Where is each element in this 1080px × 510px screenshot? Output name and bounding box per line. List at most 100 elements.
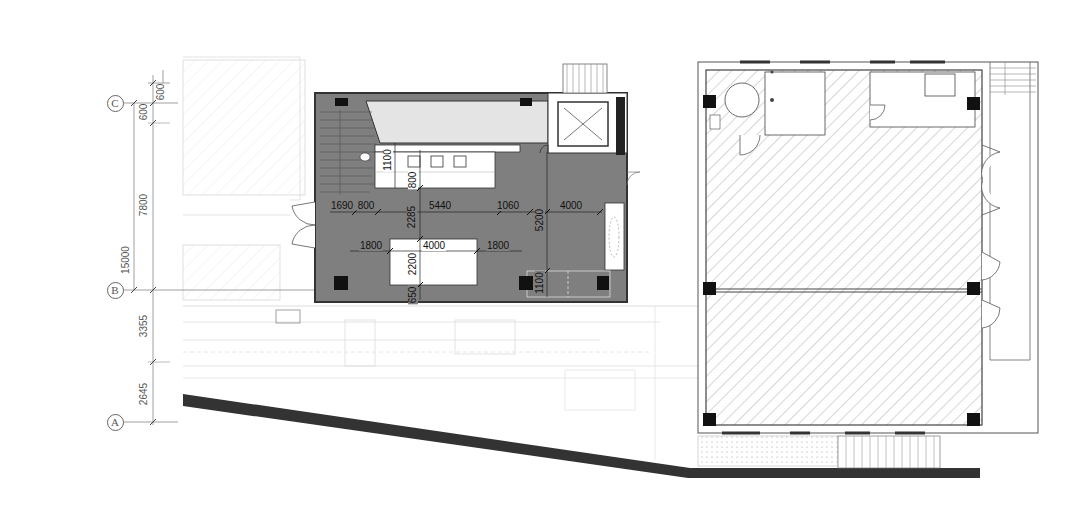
site-box (345, 320, 375, 366)
site-hatch (183, 60, 305, 195)
floor-area (315, 93, 627, 302)
column (703, 413, 716, 426)
dimension-line (148, 123, 170, 124)
dimension-label: 3355 (139, 314, 149, 338)
column (967, 97, 980, 110)
window (722, 62, 945, 433)
dimension-label: 2200 (408, 252, 418, 276)
site-line (183, 378, 700, 379)
door-swing (982, 145, 1000, 215)
column (520, 98, 532, 106)
dimension-line (148, 83, 170, 84)
stair-treads (320, 110, 376, 195)
dimension-label: 4000 (559, 201, 583, 211)
stair-treads (567, 64, 603, 93)
column (597, 276, 609, 290)
dimension-label: 1690 (330, 201, 354, 211)
dimension-label: 1060 (496, 201, 520, 211)
dimension-label: 5200 (535, 208, 545, 232)
column (519, 276, 533, 290)
cabinet (605, 203, 624, 270)
interior-wall (706, 292, 982, 293)
site-box (276, 310, 300, 323)
column (334, 276, 348, 290)
fixture (771, 71, 774, 74)
site-line (183, 322, 660, 323)
dimension-label: 1800 (486, 241, 510, 251)
dimension-line (420, 150, 421, 300)
dimension-label: 1100 (383, 148, 393, 172)
grid-axis-bubble: A (107, 414, 124, 431)
door-swing (627, 172, 640, 185)
counter-outline (568, 271, 569, 297)
bar-stool (454, 156, 466, 167)
round-room (725, 83, 759, 117)
stair-treads (990, 62, 1036, 95)
site-hatch (183, 245, 280, 300)
counter-outline (527, 271, 610, 297)
door-swing (740, 105, 885, 155)
site-box (565, 370, 635, 410)
column (335, 98, 348, 106)
dimension-label: 600 (156, 83, 166, 102)
entry-steps (838, 436, 940, 468)
site-line (655, 306, 656, 460)
dimension-line (547, 152, 548, 297)
dimension-label: 7800 (139, 193, 149, 217)
site-line (183, 306, 700, 307)
wall (616, 97, 625, 155)
door-swing (292, 202, 315, 248)
dimension-line (163, 70, 164, 83)
dimension-tick (352, 185, 603, 288)
island (390, 239, 477, 285)
fixture (925, 74, 955, 96)
dimension-label: 1100 (535, 271, 545, 295)
dimension-line (395, 143, 396, 188)
elevator-cross (564, 108, 602, 140)
elevator-car (558, 102, 608, 146)
dimension-label: 15000 (121, 245, 131, 275)
dimension-line (330, 212, 602, 213)
column (967, 413, 980, 426)
grid-axis-letter: C (111, 98, 118, 109)
column (703, 95, 716, 108)
dimension-line (153, 75, 154, 425)
fixture (710, 115, 720, 129)
grid-axis-bubble: B (107, 282, 124, 299)
paving (698, 436, 838, 466)
grid-axis-letter: B (111, 285, 118, 296)
counter-line (375, 172, 495, 173)
site-line (183, 366, 700, 367)
grid-axis-letter: A (111, 417, 119, 428)
dimension-label: 600 (139, 103, 149, 122)
dimension-label: 650 (408, 286, 418, 305)
dimension-label: 2285 (407, 205, 417, 229)
door-swing (982, 252, 1000, 328)
column (703, 282, 716, 295)
grid-axis-bubble: C (107, 95, 124, 112)
stair-treads (846, 436, 934, 468)
grid-axis-line (123, 103, 178, 104)
site-line (183, 57, 300, 200)
interior-wall (706, 289, 982, 290)
dimension-label: 5440 (428, 201, 452, 211)
room (765, 72, 825, 135)
bar-stool (431, 156, 443, 167)
site-line (183, 215, 290, 216)
dimension-line (134, 103, 135, 290)
dimension-label: 800 (408, 171, 418, 190)
cabinet-symbol (609, 217, 619, 257)
site-line (183, 352, 650, 353)
door-swing (540, 145, 548, 153)
outer-stair (563, 64, 607, 93)
elevator-shaft (548, 93, 627, 153)
dimension-tick (131, 80, 156, 425)
dimension-label: 1800 (359, 241, 383, 251)
void (366, 101, 548, 143)
building-outline (698, 62, 1038, 433)
hatched-floor (706, 70, 982, 425)
bar-stool (408, 156, 420, 167)
